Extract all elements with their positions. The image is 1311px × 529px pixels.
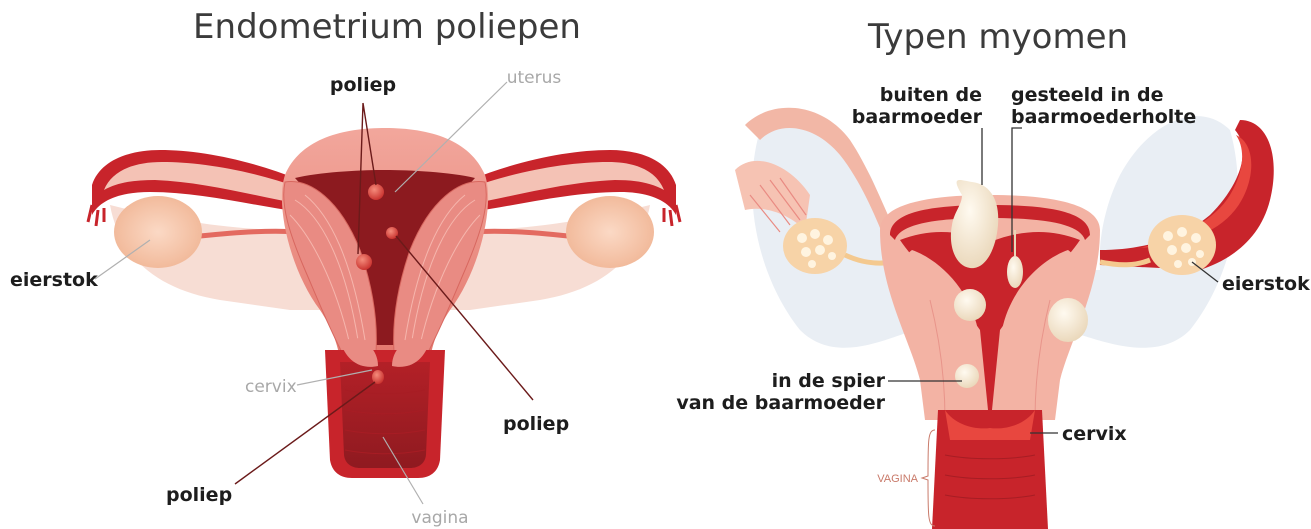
label-polyp-right: poliep [503,413,569,435]
right-ovary [566,196,654,268]
left-title: Endometrium poliepen [193,7,581,47]
right-diagram-left-ovary [783,218,847,274]
polyp-left-wall [356,254,372,270]
label-ovary-left: eierstok [10,269,98,291]
vaginal-canal [340,362,430,468]
intramural-fibroid-upper [954,289,986,321]
label-outside-line1: buiten de [880,84,982,106]
polyp-fundus [368,184,384,200]
label-ovary-right: eierstok [1222,273,1310,295]
label-outside-line2: baarmoeder [852,106,983,128]
label-polyp-top: poliep [330,74,396,96]
intramural-fibroid-lower [955,364,979,388]
right-diagram-right-ovary [1148,215,1216,275]
label-vagina-right: VAGINA [877,473,918,485]
label-cervix-right: cervix [1062,423,1127,445]
label-muscle-line2: van de baarmoeder [676,392,885,414]
label-uterus: uterus [507,68,562,88]
label-stalked-line2: baarmoederholte [1011,106,1196,128]
right-title: Typen myomen [867,17,1128,57]
left-ovary [114,196,202,268]
label-stalked-line1: gesteeld in de [1011,84,1164,106]
intramural-fibroid-right [1048,298,1088,342]
left-diagram: Endometrium poliepen [10,7,680,528]
right-diagram: Typen myomen [676,17,1310,529]
label-cervix-left: cervix [245,377,297,397]
polyp-cervix [372,370,384,384]
label-polyp-bottom: poliep [166,484,232,506]
label-vagina-left: vagina [411,508,468,528]
pedunculated-fibroid [1007,256,1023,288]
label-muscle-line1: in de spier [772,370,886,392]
